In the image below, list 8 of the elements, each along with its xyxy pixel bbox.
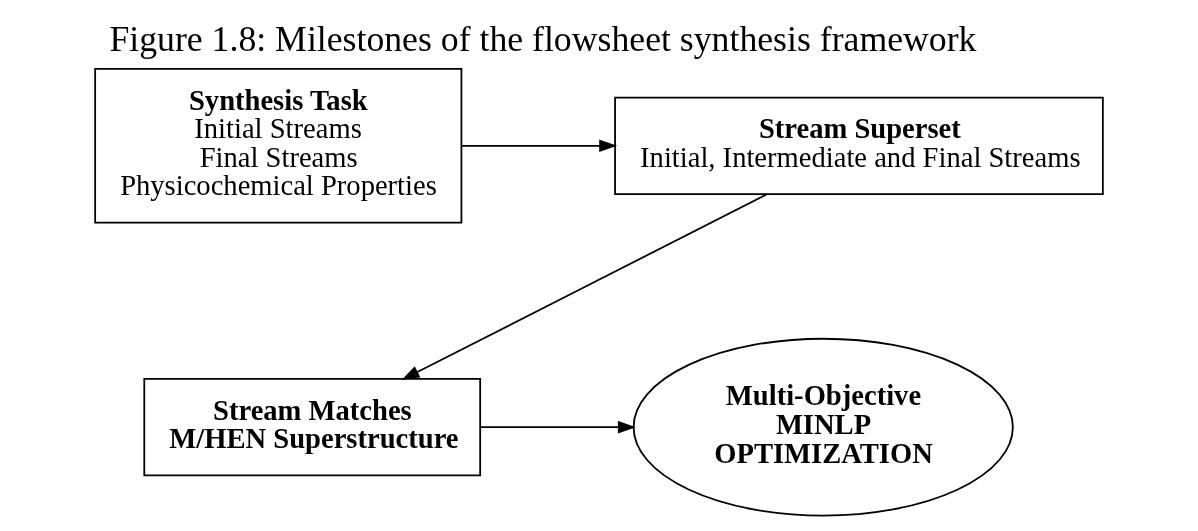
node-ellipse: Multi-Objective MINLP OPTIMIZATION	[632, 337, 1014, 517]
arrow	[460, 139, 618, 153]
arrow	[401, 193, 769, 380]
node-box: Stream Matches M/HEN Superstructure	[143, 378, 482, 477]
node-box: Synthesis Task Initial Streams Final Streams Physicochemical Properties	[94, 68, 463, 224]
diagram-title: Figure 1.8: Milestones of the flowsheet synthesis framework	[109, 19, 977, 60]
node-box: Stream Superset Initial, Intermediate and Final Streams	[614, 96, 1104, 195]
arrow	[479, 420, 636, 434]
